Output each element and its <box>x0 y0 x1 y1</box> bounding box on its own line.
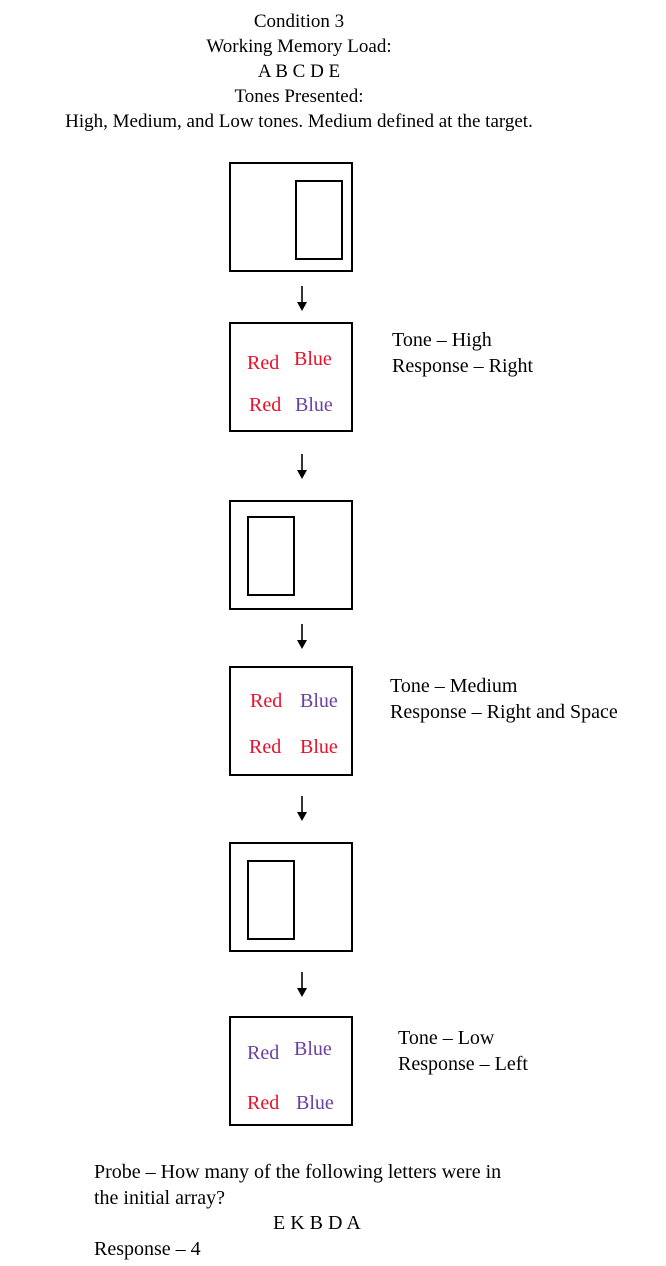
target-rectangle-left <box>247 516 295 596</box>
stroop-word: Red <box>249 394 282 416</box>
tone-label-2: Tone – Medium <box>390 675 518 697</box>
tones-description: High, Medium, and Low tones. Medium defi… <box>65 111 533 132</box>
stimulus-frame-3: Red Blue Red Blue <box>229 1016 353 1126</box>
stroop-word: Blue <box>294 1038 332 1060</box>
stroop-word: Red <box>247 1042 280 1064</box>
down-arrow-icon <box>297 972 307 997</box>
stroop-word: Blue <box>294 348 332 370</box>
response-label-2: Response – Right and Space <box>390 701 618 723</box>
stimulus-frame-2: Red Blue Red Blue <box>229 666 353 776</box>
stroop-word: Blue <box>296 1092 334 1114</box>
down-arrow-icon <box>297 796 307 821</box>
working-memory-load-label: Working Memory Load: <box>206 36 392 57</box>
fixation-frame-3 <box>229 842 353 952</box>
stroop-word: Blue <box>300 736 338 758</box>
tones-presented-label: Tones Presented: <box>234 86 364 107</box>
memory-letters: A B C D E <box>257 61 341 82</box>
fixation-frame-1 <box>229 162 353 272</box>
probe-letters: E K B D A <box>273 1212 361 1234</box>
tone-label-3: Tone – Low <box>398 1027 495 1049</box>
stroop-word: Red <box>249 736 282 758</box>
fixation-frame-2 <box>229 500 353 610</box>
response-label-3: Response – Left <box>398 1053 528 1075</box>
stroop-word: Red <box>247 1092 280 1114</box>
target-rectangle-left <box>247 860 295 940</box>
stroop-word: Red <box>250 690 283 712</box>
target-rectangle-right <box>295 180 343 260</box>
down-arrow-icon <box>297 624 307 649</box>
stroop-word: Red <box>247 352 280 374</box>
condition-title: Condition 3 <box>253 11 345 32</box>
stimulus-frame-1: Red Blue Red Blue <box>229 322 353 432</box>
tone-label-1: Tone – High <box>392 329 492 351</box>
probe-response: Response – 4 <box>94 1238 201 1260</box>
stroop-word: Blue <box>300 690 338 712</box>
down-arrow-icon <box>297 286 307 311</box>
probe-question-cont: the initial array? <box>94 1187 226 1209</box>
down-arrow-icon <box>297 454 307 479</box>
probe-question: Probe – How many of the following letter… <box>94 1161 502 1183</box>
response-label-1: Response – Right <box>392 355 534 377</box>
stroop-word: Blue <box>295 394 333 416</box>
